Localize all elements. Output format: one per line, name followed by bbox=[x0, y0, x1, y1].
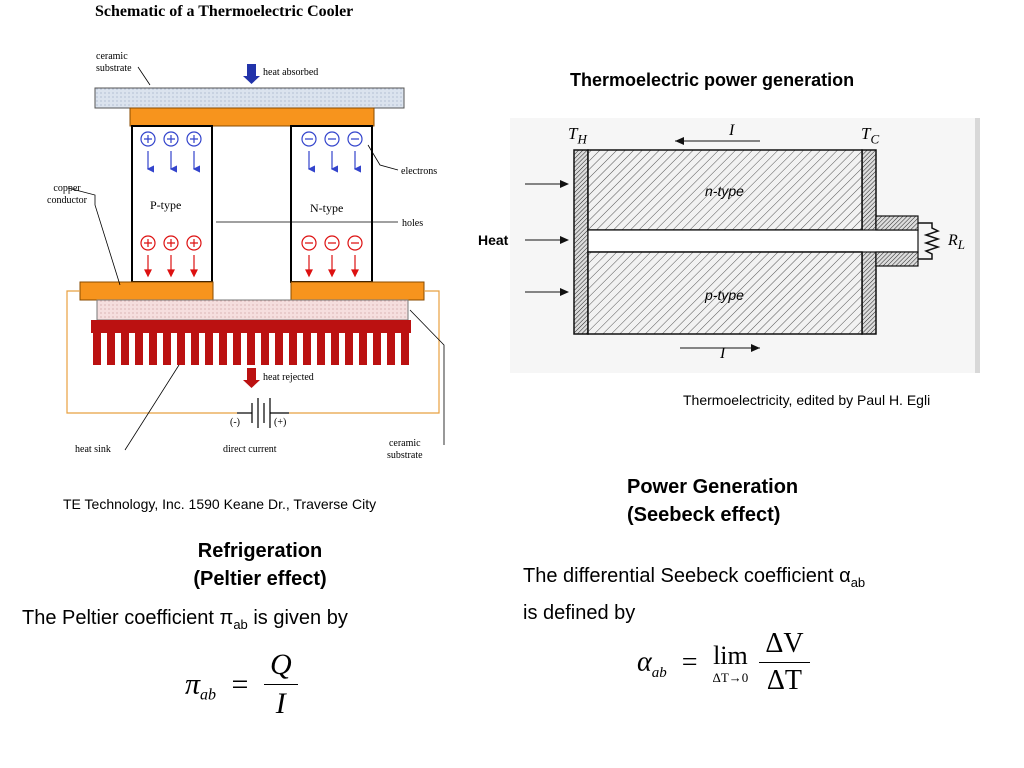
refrigeration-heading: Refrigeration (Peltier effect) bbox=[193, 540, 327, 590]
seebeck-formula: αab = lim ΔT→0 ΔV ΔT bbox=[637, 628, 810, 697]
power-generation-diagram-caption: Thermoelectricity, edited by Paul H. Egl… bbox=[683, 392, 931, 408]
load-resistor-icon bbox=[918, 222, 941, 260]
heat-label: Heat bbox=[478, 232, 509, 248]
battery-icon bbox=[237, 398, 289, 428]
upper-lead bbox=[875, 215, 919, 231]
p-type-label: P-type bbox=[150, 198, 182, 212]
current-label-bottom: I bbox=[720, 345, 726, 362]
p-carriers-bottom bbox=[140, 235, 202, 251]
hot-temperature-label: TH bbox=[568, 124, 587, 147]
ceramic-substrate-top-label: ceramic substrate bbox=[96, 51, 132, 74]
n-carriers-bottom bbox=[301, 235, 363, 251]
p-arrows-top bbox=[146, 151, 200, 173]
heat-sink-label: heat sink bbox=[75, 444, 111, 455]
hot-side-plate bbox=[573, 149, 589, 335]
top-ceramic-substrate bbox=[94, 87, 405, 109]
leader-lines bbox=[67, 66, 445, 451]
cooler-diagram-title: Schematic of a Thermoelectric Cooler bbox=[95, 3, 354, 20]
bottom-copper-left bbox=[79, 281, 214, 301]
top-copper-conductor bbox=[129, 107, 375, 127]
n-type-label-right: n-type bbox=[705, 183, 744, 199]
current-arrow-top bbox=[675, 137, 684, 145]
lower-lead bbox=[875, 251, 919, 267]
n-type-block bbox=[587, 149, 863, 231]
peltier-description: The Peltier coefficient πab is given by bbox=[22, 607, 348, 632]
power-generation-schematic bbox=[510, 118, 980, 373]
power-generation-heading: Power Generation (Seebeck effect) bbox=[627, 476, 799, 526]
p-arrows-bottom bbox=[144, 255, 198, 278]
p-type-block bbox=[587, 251, 863, 335]
holes-label: holes bbox=[402, 218, 424, 229]
power-generation-diagram-title: Thermoelectric power generation bbox=[570, 70, 855, 90]
bottom-ceramic-substrate bbox=[96, 299, 409, 321]
n-arrows-top bbox=[307, 151, 361, 173]
bottom-copper-right bbox=[290, 281, 425, 301]
p-type-label-right: p-type bbox=[705, 287, 744, 303]
heat-absorbed-label: heat absorbed bbox=[263, 67, 319, 78]
n-type-label: N-type bbox=[310, 201, 344, 215]
cooler-diagram-caption: TE Technology, Inc. 1590 Keane Dr., Trav… bbox=[63, 496, 377, 512]
peltier-formula: πab = Q I bbox=[185, 648, 298, 721]
electrons-label: electrons bbox=[401, 166, 438, 177]
p-type-leg bbox=[131, 125, 213, 283]
circuit-wire bbox=[66, 290, 440, 414]
copper-conductor-label: copper conductor bbox=[47, 183, 87, 206]
p-carriers-top bbox=[140, 131, 202, 147]
heat-sink-base bbox=[91, 320, 411, 333]
n-carriers-top bbox=[301, 131, 363, 147]
heat-absorbed-arrow bbox=[247, 64, 256, 76]
cold-temperature-label: TC bbox=[861, 124, 880, 147]
n-arrows-bottom bbox=[305, 255, 359, 278]
load-resistor-label: RL bbox=[948, 232, 966, 253]
negative-terminal-label: (-) bbox=[230, 417, 240, 428]
cooler-schematic bbox=[66, 64, 445, 451]
seebeck-description: The differential Seebeck coefficient αab… bbox=[523, 565, 866, 624]
direct-current-label: direct current bbox=[223, 444, 277, 455]
ceramic-substrate-bottom-label: ceramic substrate bbox=[387, 438, 423, 461]
heat-arrows bbox=[525, 183, 566, 293]
heat-rejected-arrow bbox=[247, 368, 256, 380]
current-arrow-bottom bbox=[751, 344, 760, 352]
heat-rejected-label: heat rejected bbox=[263, 372, 314, 383]
heat-sink-fins bbox=[93, 333, 409, 365]
positive-terminal-label: (+) bbox=[274, 417, 287, 428]
current-label-top: I bbox=[729, 122, 735, 139]
